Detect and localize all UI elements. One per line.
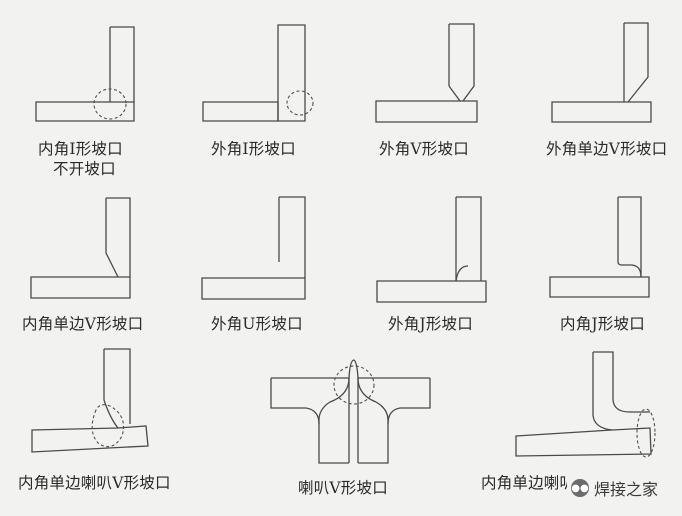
label-inner-single-flare-v: 内角单边喇叭V形坡口 [18, 474, 171, 492]
label-outer-i-groove: 外角I形坡口 [211, 140, 296, 158]
label-inner-flare-outer-lap: 内角单边喇叭外角搭接 [481, 474, 567, 492]
flare-v-groove [270, 359, 431, 464]
label-no-groove: 不开坡口 [53, 160, 116, 178]
label-outer-j-groove: 外角J形坡口 [388, 315, 473, 333]
wechat-icon: ●● [571, 479, 589, 497]
outer-corner-i-groove [202, 24, 314, 122]
label-inner-single-v-groove: 内角单边V形坡口 [22, 315, 144, 333]
outer-corner-j-groove [376, 196, 487, 303]
inner-corner-single-v-groove [30, 197, 131, 299]
outer-corner-u-groove [201, 196, 306, 300]
outer-corner-v-groove [375, 23, 478, 123]
watermark-text: 焊接之家 [594, 480, 659, 499]
watermark: ●● 焊接之家 [571, 477, 658, 499]
label-outer-single-v-groove: 外角单边V形坡口 [546, 140, 668, 158]
inner-corner-j-groove [549, 196, 650, 298]
inner-corner-single-flare-v-groove [31, 348, 149, 453]
label-inner-j-groove: 内角J形坡口 [560, 315, 645, 333]
inner-corner-single-flare-outer-lap [515, 351, 656, 458]
inner-corner-i-groove [35, 26, 135, 122]
label-inner-i-groove: 内角I形坡口 [38, 140, 123, 158]
outer-corner-single-v-groove [551, 22, 652, 123]
label-flare-v-groove: 喇叭V形坡口 [298, 479, 388, 497]
label-outer-v-groove: 外角V形坡口 [379, 140, 469, 158]
label-outer-u-groove: 外角U形坡口 [211, 315, 303, 333]
